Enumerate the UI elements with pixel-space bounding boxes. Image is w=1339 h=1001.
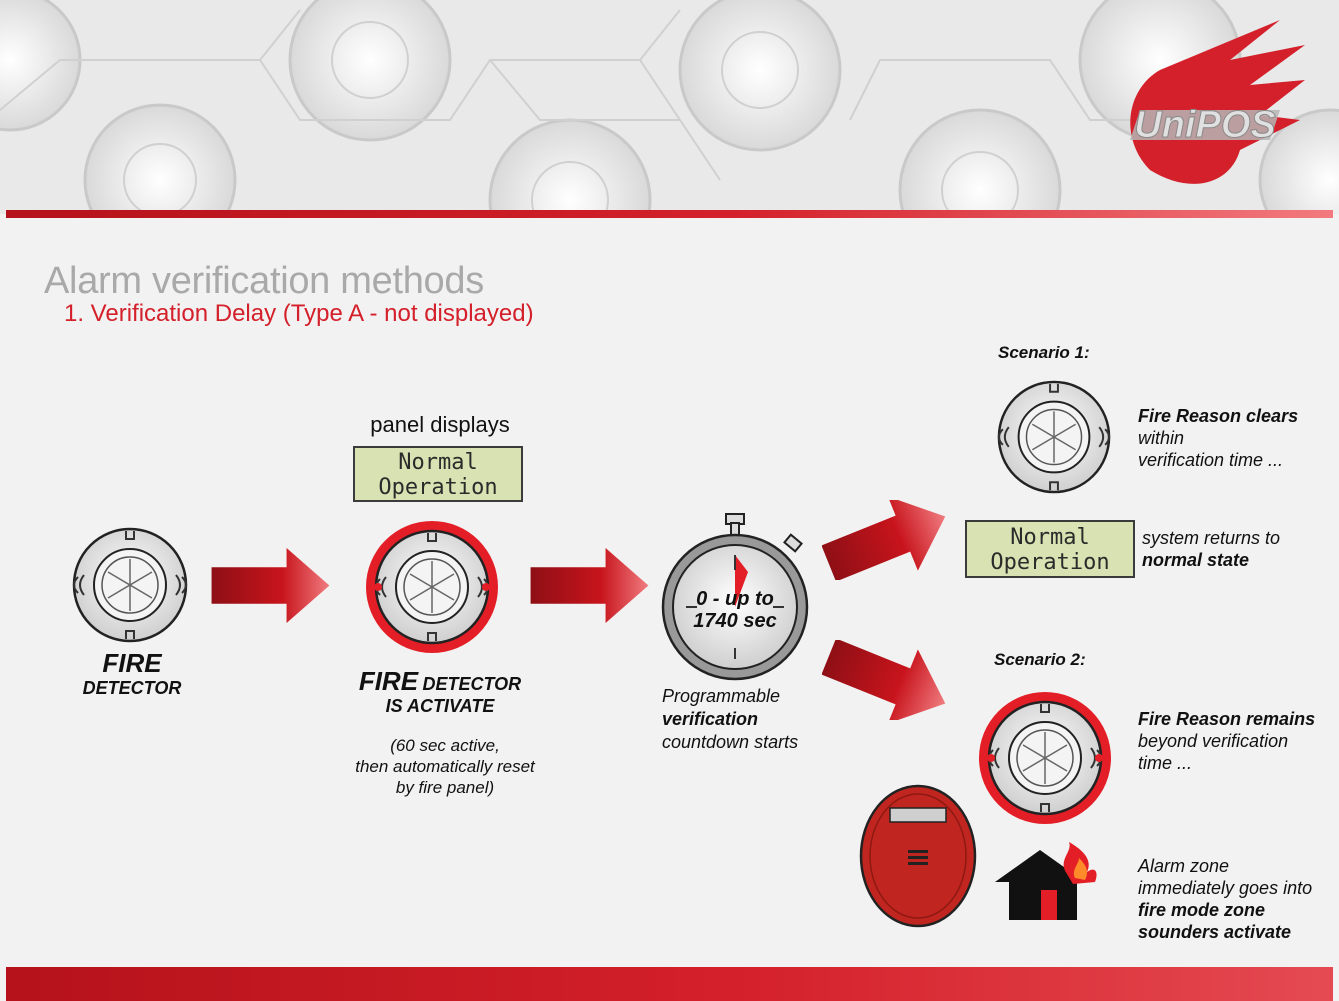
scenario2-result-line2: immediately goes into	[1138, 878, 1313, 898]
panel-lcd-display: Normal Operation	[353, 446, 523, 502]
stopwatch-icon	[661, 513, 809, 681]
arrow-right-icon	[530, 548, 649, 623]
scenario1-result-line2: normal state	[1142, 550, 1250, 570]
lcd-line2: Operation	[990, 550, 1110, 575]
step2-label-big: FIRE	[358, 666, 419, 696]
scenario2-result: Alarm zone immediately goes into fire mo…	[1138, 855, 1312, 943]
timer-line2: 1740 sec	[693, 610, 777, 632]
lcd-line1: Normal	[1010, 525, 1090, 550]
scenario2-text-line3: time ...	[1138, 753, 1193, 773]
scenario2-result-line4: sounders activate	[1138, 922, 1292, 942]
sounder-icon	[859, 784, 977, 928]
fire-detector-icon	[72, 527, 188, 643]
page-subtitle: 1. Verification Delay (Type A - not disp…	[64, 300, 534, 327]
scenario2-text-line2: beyond verification	[1138, 731, 1289, 751]
step2-label-line2: IS ACTIVATE	[385, 696, 495, 716]
scenario1-lcd-display: Normal Operation	[965, 520, 1135, 578]
svg-text:UniPOS: UniPOS	[1134, 104, 1275, 146]
timer-line1: 0 - up to	[696, 588, 774, 610]
scenario1-text-line2: within	[1138, 428, 1185, 448]
step2-label-small: DETECTOR	[422, 674, 522, 694]
lcd-line1: Normal	[398, 450, 478, 475]
step1-label-big: FIRE	[102, 648, 162, 678]
scenario2-title: Scenario 2:	[994, 650, 1086, 669]
arrow-right-icon	[211, 548, 330, 623]
countdown-caption-line2: verification	[662, 709, 759, 729]
footer-bar	[6, 967, 1333, 1001]
scenario1-text-line3: verification time ...	[1138, 450, 1284, 470]
countdown-caption: Programmable verification countdown star…	[662, 685, 842, 754]
panel-displays-caption: panel displays	[370, 412, 510, 437]
burning-house-icon	[995, 842, 1097, 920]
scenario2-result-line1: Alarm zone	[1138, 856, 1230, 876]
step2-note-line2: then automatically reset	[355, 757, 535, 776]
header-divider	[6, 210, 1333, 218]
unipos-logo: UniPOS	[1130, 20, 1305, 184]
scenario2-text-bold: Fire Reason remains	[1138, 709, 1316, 729]
scenario2-result-line3: fire mode zone	[1138, 900, 1266, 920]
scenario1-text-bold: Fire Reason clears	[1138, 406, 1299, 426]
scenario1-result-line1: system returns to	[1142, 528, 1281, 548]
lcd-line2: Operation	[378, 475, 498, 500]
step2-label: FIRE DETECTOR	[330, 668, 550, 699]
countdown-caption-line3: countdown starts	[662, 732, 799, 752]
scenario1-result: system returns to normal state	[1142, 527, 1280, 571]
step2-note: (60 sec active, then automatically reset…	[310, 735, 580, 798]
step2-note-line1: (60 sec active,	[390, 736, 500, 755]
arrow-up-right-icon	[822, 500, 952, 580]
fire-detector-icon	[997, 380, 1111, 494]
page-title: Alarm verification methods	[44, 260, 484, 302]
timer-text: 0 - up to 1740 sec	[660, 588, 810, 632]
countdown-caption-line1: Programmable	[662, 686, 781, 706]
active-fire-detector-icon	[366, 521, 498, 653]
arrow-down-right-icon	[822, 640, 952, 720]
scenario1-text: Fire Reason clears within verification t…	[1138, 405, 1298, 471]
step2-note-line3: by fire panel)	[395, 778, 495, 797]
step1-label-small: DETECTOR	[82, 678, 182, 698]
scenario1-title: Scenario 1:	[998, 343, 1090, 362]
active-fire-detector-icon	[979, 692, 1111, 824]
scenario2-text: Fire Reason remains beyond verification …	[1138, 708, 1315, 774]
header-pattern	[0, 0, 1339, 214]
